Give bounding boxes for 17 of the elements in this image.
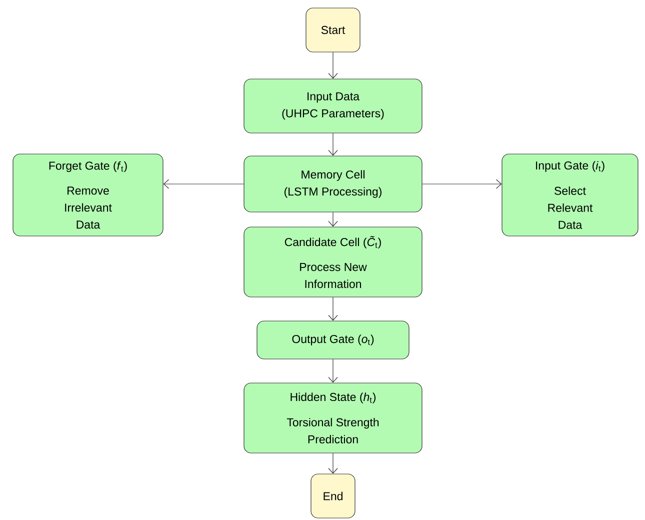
process-box: Hidden State (h$_{t}$) Torsional Strength Prediction: [244, 382, 422, 454]
process-box: Candidate Cell (C̃$_{t}$) Process New Information: [244, 226, 422, 298]
arrow: [422, 179, 502, 189]
process-box: Input Data (UHPC Parameters): [244, 78, 422, 134]
arrow: [328, 52, 338, 79]
arrow: [328, 133, 338, 156]
arrow: [328, 297, 338, 321]
process-box: Memory Cell (LSTM Processing): [244, 156, 422, 212]
start-terminal: Start: [306, 8, 360, 52]
arrow: [328, 212, 338, 227]
arrow: [163, 179, 244, 189]
end-terminal: End: [310, 474, 356, 518]
gate-box: Output Gate (o$_{t}$): [256, 320, 410, 360]
gate-box: Input Gate (i$_{t}$) Select Relevant Data: [502, 154, 638, 236]
gate-box: Forget Gate (f$_{t}$) Remove Irrelevant Data: [12, 154, 164, 236]
arrow: [328, 359, 338, 383]
arrow: [328, 453, 338, 474]
